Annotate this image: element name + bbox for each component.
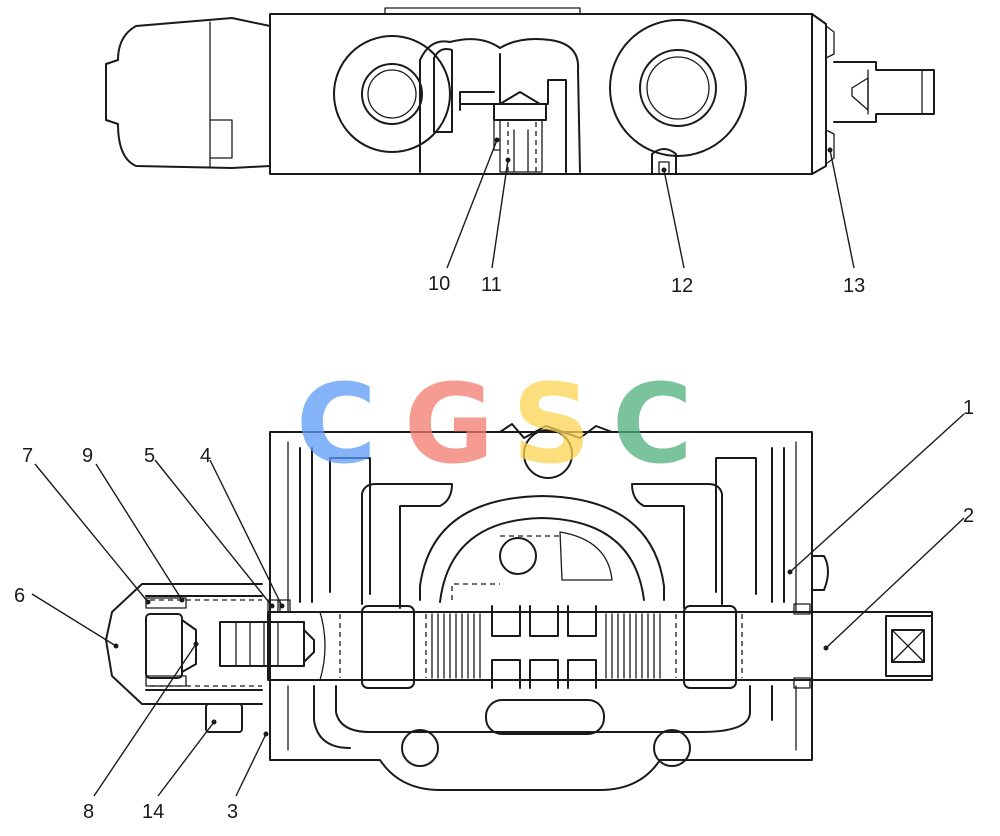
callout-6: 6 [14,585,25,607]
callout-13: 13 [843,275,865,297]
top-spool-end [833,61,935,123]
poppet-12 [651,148,677,175]
right-land [631,483,723,609]
callout-11: 11 [481,274,502,296]
cutaway-region [419,38,581,173]
callout-1: 1 [963,397,974,419]
watermark: C G S C [296,360,693,488]
top-housing [269,13,813,175]
callout-7: 7 [22,445,33,467]
spring [150,599,262,687]
section-body [269,431,813,791]
watermark-letter-2: G [404,360,494,488]
watermark-letter-3: S [512,360,591,488]
left-port [333,35,451,153]
callout-labels: 10 11 12 13 1 2 7 9 5 4 6 8 14 3 [14,273,974,823]
callout-3: 3 [227,801,238,823]
spool [267,611,933,681]
callout-14: 14 [142,801,164,823]
top-left-end-cap [105,17,271,169]
check-valve-seat [493,103,547,121]
spool-grooves [431,605,661,689]
callout-2: 2 [963,505,974,527]
callout-12: 12 [671,275,693,297]
right-port [609,19,747,157]
top-view [105,7,935,175]
callout-10: 10 [428,273,450,295]
callout-4: 4 [200,445,211,467]
callout-8: 8 [83,801,94,823]
mount-hole-left [401,729,439,767]
left-land [361,483,453,609]
callout-9: 9 [82,445,93,467]
leader-lines [31,137,965,797]
watermark-letter-4: C [612,360,693,488]
watermark-letter-1: C [296,360,377,488]
callout-5: 5 [144,445,155,467]
mount-hole-right [653,729,691,767]
